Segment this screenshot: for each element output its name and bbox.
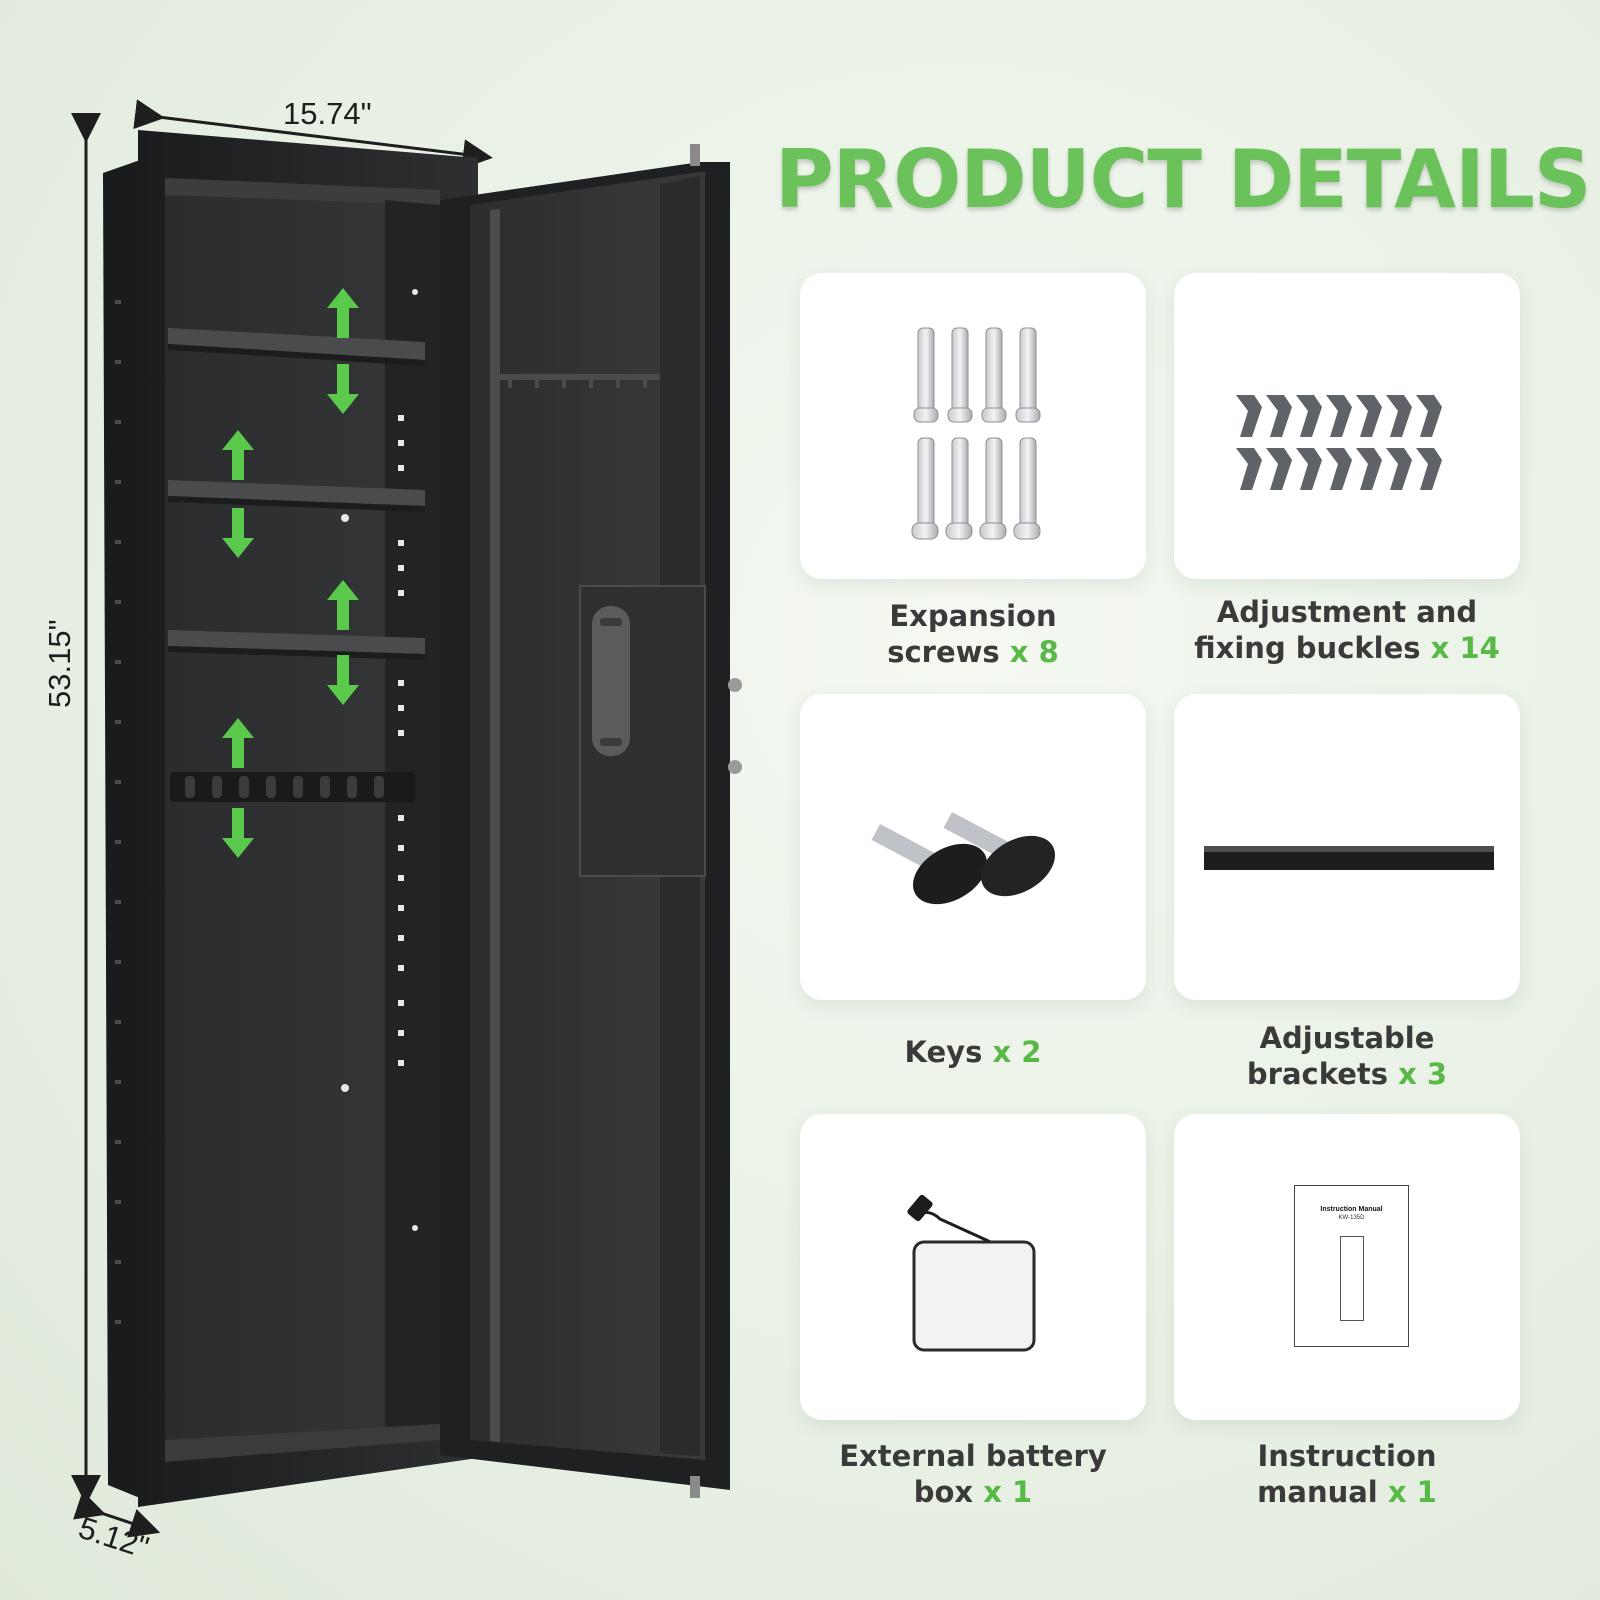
buckles-card: [1174, 273, 1520, 579]
page-title: PRODUCT DETAILS: [775, 133, 1591, 226]
brackets-card: [1174, 694, 1520, 1000]
up-arrow-icon: [222, 718, 254, 768]
manual-label: Instruction manual x 1: [1257, 1439, 1437, 1509]
keys-card: [800, 694, 1146, 1000]
manual-cover-title: Instruction Manual: [1320, 1206, 1383, 1213]
down-arrow-icon: [327, 655, 359, 705]
down-arrow-icon: [222, 808, 254, 858]
height-dimension: 53.15": [42, 619, 77, 708]
keys-label: Keys x 2: [904, 1035, 1042, 1069]
battery-box-card: [800, 1114, 1146, 1420]
manual-cover-safe-drawing: [1340, 1236, 1364, 1321]
manual-icon: Instruction Manual KW-135D: [1294, 1185, 1409, 1347]
manual-card: Instruction Manual KW-135D: [1174, 1114, 1520, 1420]
bracket-icon: [1204, 846, 1494, 870]
width-dimension: 15.74": [283, 96, 372, 131]
buckles-icon: [1236, 395, 1442, 490]
battery-box-label: External battery box x 1: [839, 1439, 1107, 1509]
expansion-screws-icon: [911, 327, 1041, 540]
brackets-label: Adjustable brackets x 3: [1246, 1021, 1448, 1091]
manual-cover-model: KW-135D: [1338, 1215, 1365, 1221]
down-arrow-icon: [222, 508, 254, 558]
down-arrow-icon: [327, 364, 359, 414]
up-arrow-icon: [222, 430, 254, 480]
expansion-screws-card: [800, 273, 1146, 579]
buckles-label: Adjustment and fixing buckles x 14: [1194, 595, 1500, 665]
up-arrow-icon: [327, 580, 359, 630]
up-arrow-icon: [327, 288, 359, 338]
gun-safe-illustration: [71, 99, 742, 1538]
keys-icon: [871, 812, 1055, 905]
battery-box-icon: [907, 1194, 1036, 1352]
expansion-screws-label: Expansion screws x 8: [887, 599, 1059, 669]
